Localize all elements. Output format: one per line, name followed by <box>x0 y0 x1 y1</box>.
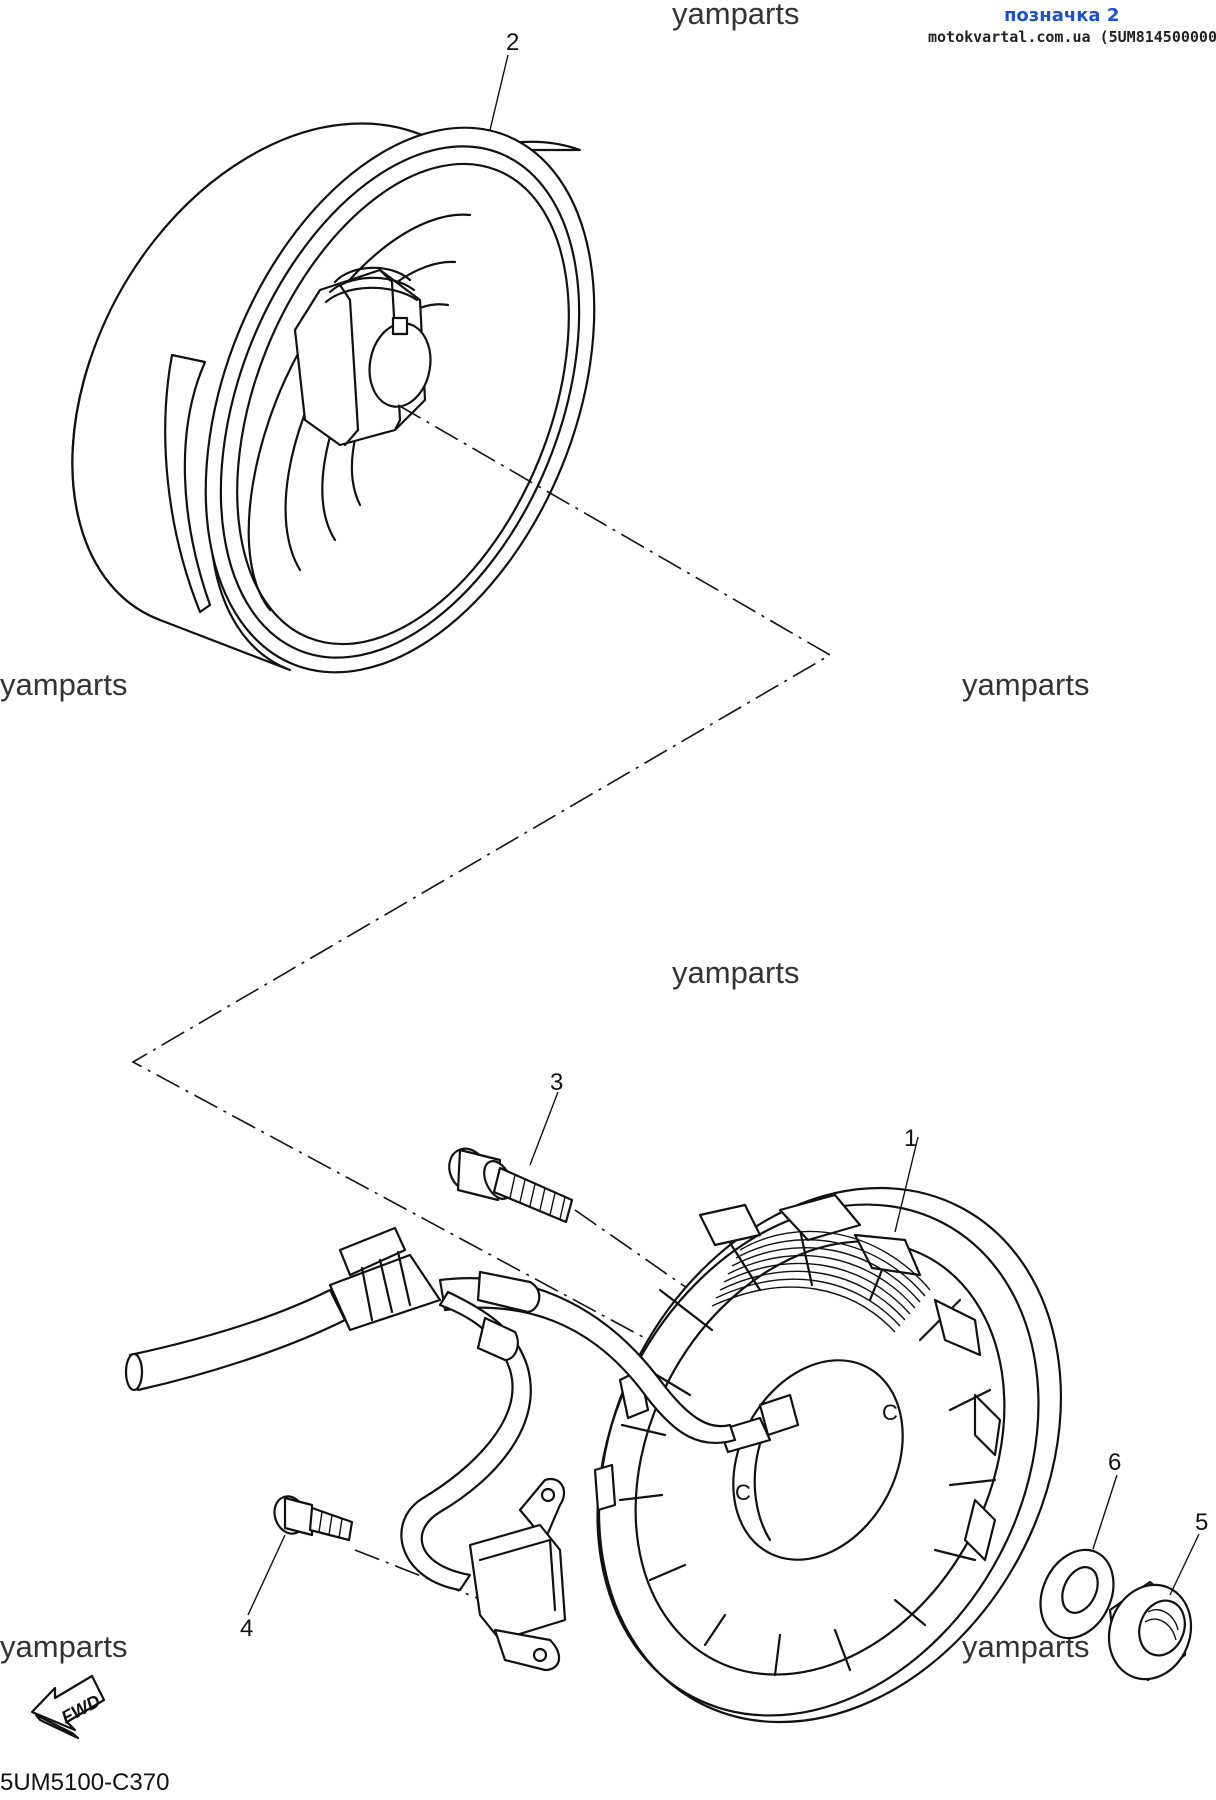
diagram-code: 5UM5100-C370 <box>0 1769 169 1796</box>
fwd-arrow-icon: FWD <box>30 1674 106 1740</box>
callout-1: 1 <box>904 1125 917 1152</box>
wiring-harness <box>124 1226 737 1592</box>
callout-6: 6 <box>1108 1449 1121 1476</box>
stator-assembly: C C <box>593 1186 1063 1724</box>
watermark-right-upper: yamparts <box>962 667 1089 702</box>
rotor-flywheel <box>71 122 596 674</box>
svg-text:C: C <box>735 1480 751 1505</box>
watermark-left-lower: yamparts <box>0 1629 127 1664</box>
watermark-center: yamparts <box>672 955 799 990</box>
callout-4: 4 <box>240 1615 253 1642</box>
header-link[interactable]: позначка 2 <box>1004 5 1119 26</box>
callout-2: 2 <box>506 29 519 56</box>
centre-line-bolt-4 <box>354 1549 496 1606</box>
nut-5 <box>1107 1580 1193 1682</box>
header-site-text: motokvartal.com.ua (5UM814500000) <box>928 28 1216 46</box>
watermark-left-upper: yamparts <box>0 667 127 702</box>
bolt-3 <box>448 1147 574 1224</box>
callout-5: 5 <box>1195 1509 1208 1536</box>
watermark-top: yamparts <box>672 0 799 31</box>
screw-4 <box>273 1495 354 1542</box>
washer-6 <box>1039 1548 1115 1640</box>
callout-3: 3 <box>550 1069 563 1096</box>
leader-lines <box>247 54 1200 1616</box>
svg-text:C: C <box>882 1400 898 1425</box>
centre-line-main <box>131 404 1011 1536</box>
pickup-coil <box>468 1477 567 1672</box>
